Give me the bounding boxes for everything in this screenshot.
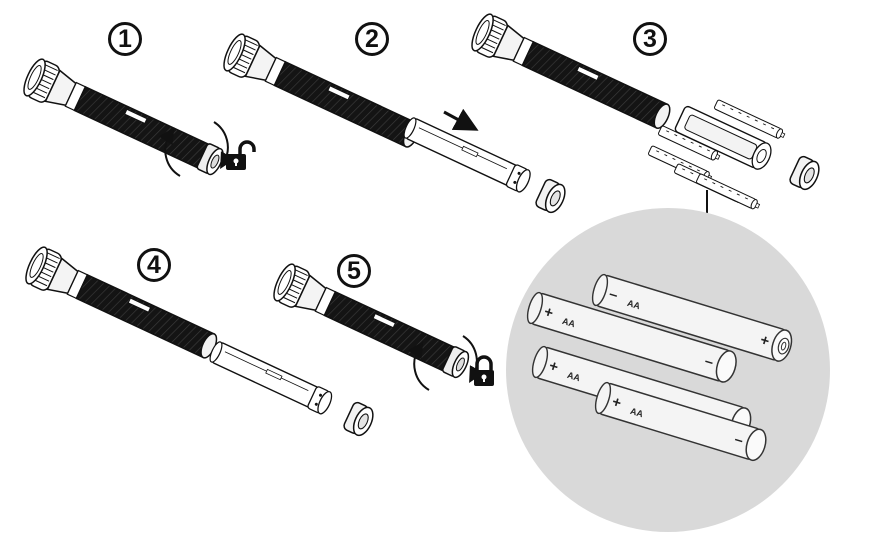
battery-small-2 (658, 125, 721, 161)
step-number-2: 2 (355, 22, 389, 56)
grip-window (124, 108, 148, 124)
carrier-step-4 (209, 341, 333, 415)
lens (471, 13, 494, 52)
tail-cap-step-3 (789, 155, 820, 191)
battery-type-label: AA (626, 298, 642, 312)
lock-icon (474, 355, 494, 386)
open-tail (653, 103, 671, 129)
rotate-arrow-icon (213, 121, 235, 169)
flashlight-step-1 (23, 58, 224, 176)
step-number-1: 1 (108, 22, 142, 56)
grip-body (323, 290, 455, 372)
grip-body (273, 60, 418, 148)
zoom-battery-4: +AA– (594, 381, 767, 462)
slide-arrow-icon (443, 108, 479, 131)
grip-window (127, 297, 151, 313)
lock-shackle (475, 355, 493, 370)
flashlight-step-5 (273, 263, 470, 379)
carrier-shell-open (674, 105, 772, 170)
battery-end (745, 428, 767, 462)
battery-small-1 (714, 99, 786, 139)
battery-small-5 (696, 173, 761, 210)
grip-window (372, 313, 396, 329)
flashlight-step-4 (25, 246, 218, 359)
step-number-5: 5 (337, 254, 371, 288)
zoom-battery-1: –AA+ (591, 273, 793, 362)
lens (25, 246, 48, 285)
zoom-battery-2: +AA– (526, 291, 737, 383)
unlock-icon (226, 140, 256, 170)
grip-body (73, 85, 209, 169)
flashlight-step-3 (471, 13, 671, 129)
lock-shackle (238, 140, 256, 154)
grip-window (327, 85, 351, 101)
grip-window (576, 65, 600, 81)
rotate-arrows-step-1 (158, 121, 235, 177)
battery-type-label: AA (561, 316, 577, 330)
tail-cap-step-2 (535, 178, 566, 214)
battery-type-label: AA (629, 406, 645, 420)
rotate-arrow-icon (407, 341, 430, 391)
flashlight-step-2 (223, 33, 420, 148)
battery-type-label: AA (566, 370, 582, 384)
rotate-arrow-icon (158, 127, 181, 177)
grip-body (75, 273, 216, 359)
carrier-step-2 (403, 117, 531, 193)
lens (23, 58, 46, 97)
lens (223, 33, 246, 72)
tail-cap-step-4 (343, 401, 374, 437)
step-number-3: 3 (633, 22, 667, 56)
battery-end (715, 350, 737, 383)
step-number-4: 4 (137, 248, 171, 282)
lens (273, 263, 296, 302)
